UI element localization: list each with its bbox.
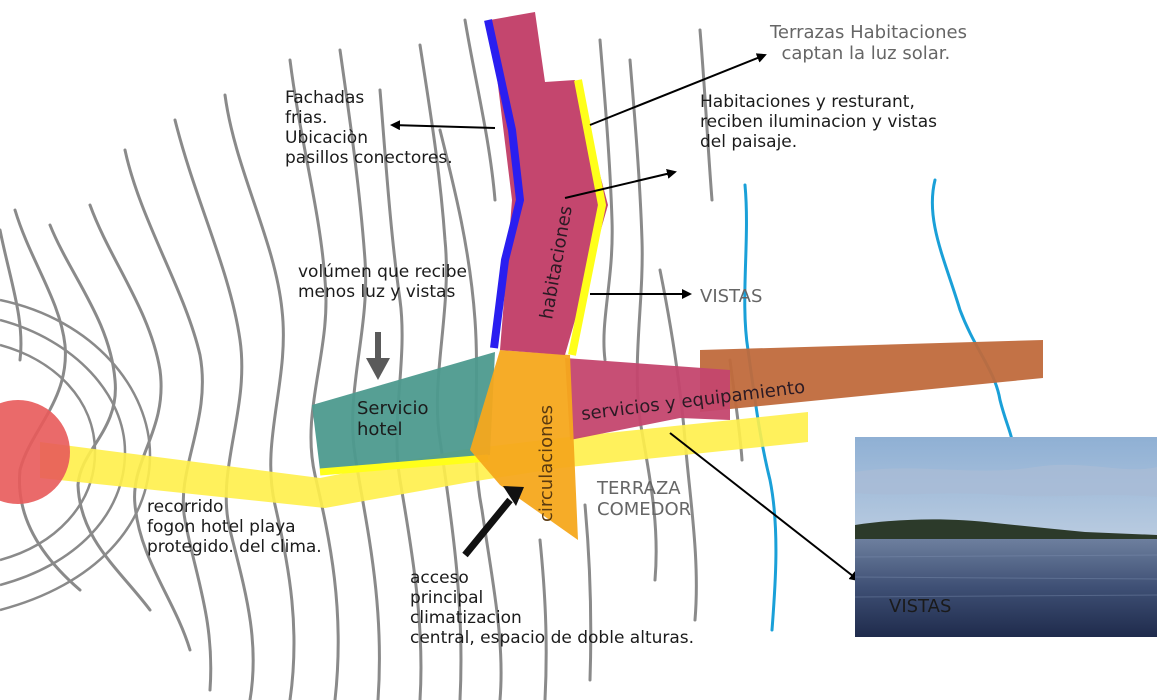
- contour-line: [628, 58, 658, 582]
- arrow-to-photo: [669, 432, 860, 582]
- river-line: [930, 178, 1014, 442]
- contour-line: [88, 203, 192, 652]
- contour-lines: [0, 18, 744, 700]
- sea-view-photo: VISTAS: [855, 437, 1157, 637]
- circulaciones-block: [470, 350, 578, 540]
- servicio-hotel-edge: [319, 454, 489, 476]
- contour-line: [418, 43, 463, 700]
- habitaciones-resturant-label: Habitaciones y resturant, reciben ilumin…: [700, 92, 937, 153]
- volumen-menos-luz-label: volúmen que recibe menos luz y vistas: [298, 262, 467, 303]
- cold-facade-edge: [484, 19, 525, 349]
- contour-line: [583, 503, 593, 682]
- photo-vistas-label: VISTAS: [889, 596, 952, 617]
- fachadas-frias-label: Fachadas frias. Ubicaciòn pasillos conec…: [285, 88, 453, 169]
- circulaciones-label: circulaciones: [536, 405, 557, 522]
- contour-line: [0, 228, 23, 362]
- recorrido-label: recorrido fogon hotel playa protegido. d…: [147, 497, 322, 558]
- arrow-fachadas: [390, 120, 496, 131]
- entry-arrow: [462, 486, 524, 558]
- contour-line: [48, 223, 152, 612]
- vistas-right-label: VISTAS: [700, 286, 763, 307]
- servicios-block: [565, 358, 730, 440]
- servicio-hotel-block: [312, 352, 495, 470]
- volume-arrow: [366, 332, 390, 380]
- contour-ring: [0, 318, 127, 587]
- contour-line: [173, 118, 255, 700]
- servicio-hotel-label: Servicio hotel: [357, 398, 429, 441]
- contour-line: [698, 28, 714, 202]
- contour-line: [598, 38, 614, 362]
- terraza-comedor-label: TERRAZA COMEDOR: [597, 478, 692, 521]
- contour-line: [123, 148, 213, 692]
- contour-line: [338, 48, 381, 700]
- contour-line: [538, 538, 548, 700]
- sun-facade-edge: [568, 79, 607, 356]
- contour-line: [463, 18, 497, 202]
- terrazas-habitaciones-label: Terrazas Habitaciones captan la luz sola…: [770, 22, 967, 65]
- arrow-habitaciones-vistas: [564, 168, 677, 199]
- river-line: [743, 183, 778, 632]
- fogon-circle: [0, 400, 70, 504]
- acceso-label: acceso principal climatizacion central, …: [410, 568, 695, 649]
- arrow-terrazas: [589, 53, 767, 126]
- contour-line: [288, 58, 340, 700]
- contour-line: [223, 93, 296, 700]
- equipamiento-block: [700, 340, 1043, 412]
- contour-ring: [0, 298, 152, 612]
- arrows: [390, 53, 860, 582]
